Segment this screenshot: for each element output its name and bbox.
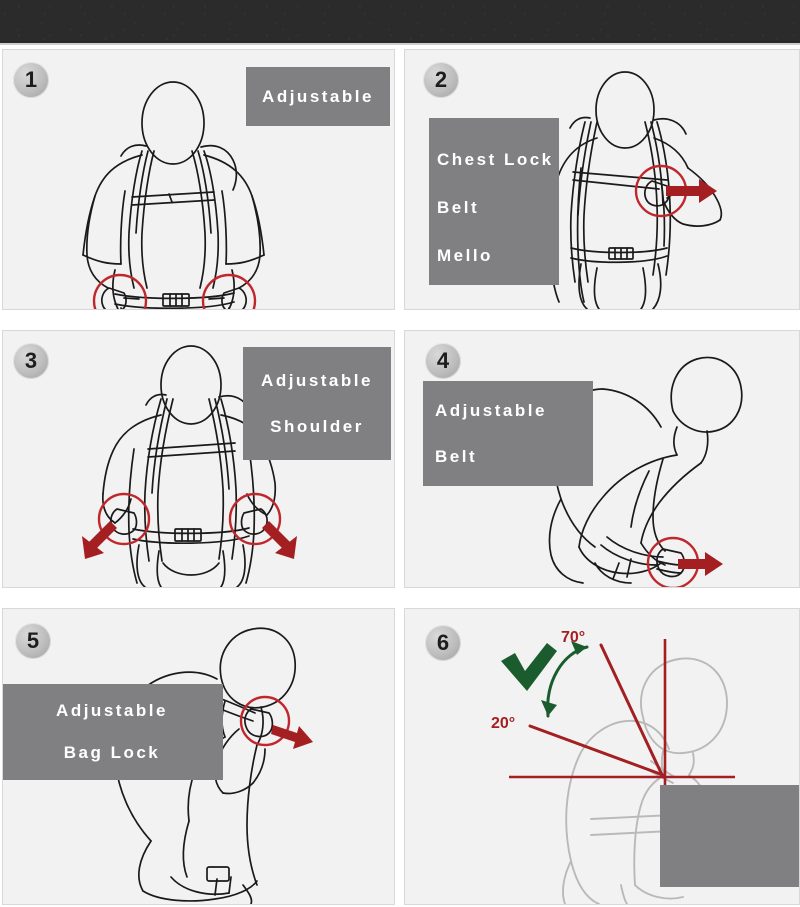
panel-step-4: 4 Adjustable Belt xyxy=(404,330,800,588)
caption-plate-3: Adjustable Shoulder xyxy=(243,347,391,460)
step-number-5: 5 xyxy=(26,628,40,653)
panel-step-1: 1 Adjustable xyxy=(2,49,395,310)
step-number-4: 4 xyxy=(436,348,450,373)
highlight-circle-left xyxy=(92,273,148,309)
check-icon xyxy=(501,643,557,691)
illustration-step-1 xyxy=(82,81,265,309)
panel-step-3: 3 Adjustable Shoulder xyxy=(2,330,395,588)
highlight-circle-right xyxy=(228,492,282,546)
caption-line: Adjustable xyxy=(435,400,547,420)
angle-label-20: 20° xyxy=(491,715,516,732)
pull-arrow-belt xyxy=(678,552,723,576)
illustration-step-4 xyxy=(548,356,743,587)
highlight-circle-bag-lock xyxy=(239,695,291,747)
step-number-badge-6: 6 xyxy=(425,625,461,661)
angle-ray-70 xyxy=(599,643,665,779)
angle-ray-20 xyxy=(528,724,665,777)
panel-step-6: 6 70° 20° xyxy=(404,608,800,905)
caption-line: Adjustable xyxy=(56,701,168,720)
illustration-step-2 xyxy=(549,71,723,309)
caption-line: Chest Lock xyxy=(437,149,554,169)
highlight-circle-left xyxy=(97,492,151,546)
step-number-badge-1: 1 xyxy=(13,62,49,98)
step-number-badge-2: 2 xyxy=(423,62,459,98)
step-number-6: 6 xyxy=(436,630,450,655)
step-number-badge-4: 4 xyxy=(425,343,461,379)
caption-line: Bag Lock xyxy=(63,743,161,762)
caption-line: Adjustable xyxy=(261,370,373,390)
top-black-bar xyxy=(0,0,800,45)
step-number-3: 3 xyxy=(24,348,38,373)
panel-grid: 1 Adjustable xyxy=(0,47,800,907)
panel-step-5: 5 Adjustable Bag Lock xyxy=(2,608,395,905)
caption-plate-2: Chest Lock Belt Mello xyxy=(429,118,559,285)
range-arrow-heads xyxy=(541,641,587,716)
step-number-2: 2 xyxy=(434,67,448,92)
panel-step-2: 2 Chest Lock Belt Mello xyxy=(404,49,800,310)
caption-plate-4: Adjustable Belt xyxy=(423,381,593,486)
step-number-badge-3: 3 xyxy=(13,343,49,379)
caption-line: Adjustable xyxy=(262,86,374,106)
highlight-circle-right xyxy=(201,273,257,309)
pull-arrow-chest xyxy=(666,179,717,203)
pull-arrow-left xyxy=(82,521,117,559)
caption-line: Mello xyxy=(437,245,493,265)
step-number-1: 1 xyxy=(24,67,38,92)
caption-plate-5: Adjustable Bag Lock xyxy=(3,684,223,780)
caption-plate-1: Adjustable xyxy=(246,67,390,126)
pull-arrow-left xyxy=(110,308,111,309)
caption-line: Shoulder xyxy=(270,416,364,436)
caption-line: Belt xyxy=(435,446,478,466)
bar-bottom-edge xyxy=(0,43,800,45)
pull-arrow-bag-lock xyxy=(271,725,313,749)
angle-label-70: 70° xyxy=(561,629,586,646)
caption-plate-6-blank xyxy=(660,785,799,887)
bar-texture xyxy=(0,0,800,45)
pull-arrow-right xyxy=(262,521,297,559)
caption-line: Belt xyxy=(437,197,480,217)
step-number-badge-5: 5 xyxy=(15,623,51,659)
